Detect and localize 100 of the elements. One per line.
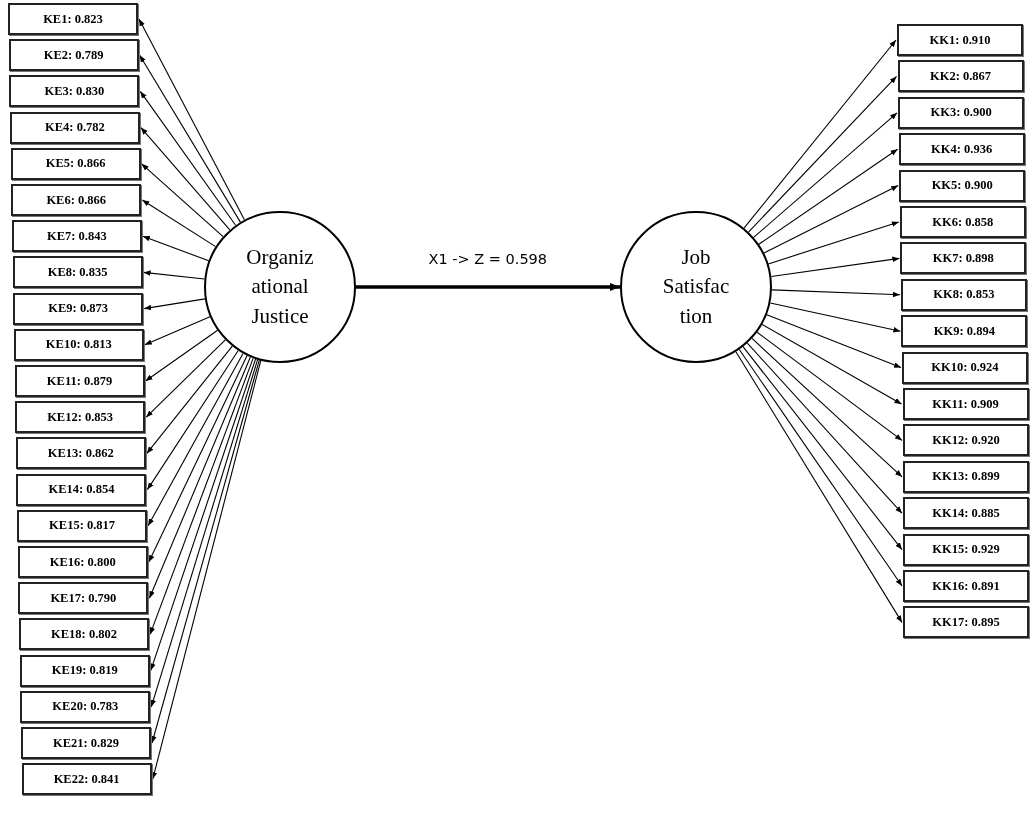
loading-label: KE6: 0.866 — [46, 192, 107, 208]
loading-label: KK16: 0.891 — [932, 578, 1000, 594]
indicator-box — [13, 328, 144, 361]
loading-label: KK12: 0.920 — [932, 432, 1000, 448]
arrow — [771, 289, 901, 298]
arrow — [743, 39, 897, 229]
arrow — [761, 323, 903, 405]
loading-label: KE19: 0.819 — [51, 663, 118, 679]
arrow — [742, 346, 903, 551]
loading-label: KE18: 0.802 — [51, 626, 118, 642]
arrow — [146, 349, 239, 491]
loading-label: KE14: 0.854 — [48, 482, 115, 498]
arrow — [149, 357, 254, 635]
indicator-box — [900, 278, 1027, 311]
arrow — [143, 298, 206, 311]
arrow — [139, 54, 241, 223]
arrow — [141, 163, 224, 238]
arrow — [139, 90, 237, 226]
indicator-box — [11, 184, 142, 216]
indicator-box — [900, 242, 1027, 275]
indicator-box — [901, 351, 1028, 384]
indicator-box — [903, 497, 1029, 530]
indicator-box — [902, 388, 1029, 420]
loading-label: KK11: 0.909 — [932, 396, 999, 412]
loading-label: KE12: 0.853 — [47, 409, 114, 425]
construct-label: Job Satisfac tion — [661, 243, 731, 330]
loading-label: KE7: 0.843 — [47, 228, 107, 244]
arrow — [763, 185, 899, 254]
loading-label: KK17: 0.895 — [932, 614, 1000, 630]
arrow — [143, 270, 205, 280]
construct-label: Organiz ational Justice — [245, 243, 315, 330]
loading-label: KE15: 0.817 — [49, 518, 116, 534]
loading-label: KK15: 0.929 — [932, 542, 1000, 558]
indicator-box — [898, 133, 1025, 166]
arrow — [148, 356, 251, 599]
arrow — [144, 316, 211, 346]
loading-label: KK5: 0.900 — [931, 178, 993, 194]
loading-label: KE21: 0.829 — [53, 735, 119, 751]
arrow — [735, 351, 903, 623]
loading-label: KK6: 0.858 — [932, 214, 994, 230]
indicator-box — [14, 365, 145, 397]
arrow — [141, 199, 217, 248]
indicator-box — [20, 690, 151, 723]
indicator-box — [18, 582, 149, 615]
arrow — [770, 256, 900, 278]
indicator-box — [9, 75, 140, 108]
arrow — [756, 331, 903, 441]
loading-label: KK9: 0.894 — [933, 323, 995, 339]
indicator-box — [15, 437, 146, 470]
loading-label: KE13: 0.862 — [47, 445, 114, 461]
loading-label: KK4: 0.936 — [931, 141, 993, 157]
indicator-box — [16, 473, 147, 506]
indicator-box — [21, 763, 152, 796]
indicator-box — [903, 533, 1029, 566]
indicator-box — [13, 292, 144, 325]
indicator-box — [19, 654, 150, 687]
indicator-box — [897, 24, 1023, 56]
loading-label: KE9: 0.873 — [48, 301, 109, 317]
indicator-box — [15, 401, 146, 434]
indicator-box — [903, 606, 1029, 639]
arrow — [142, 235, 210, 262]
loading-label: KK2: 0.867 — [930, 68, 992, 84]
loading-label: KK14: 0.885 — [932, 505, 1000, 521]
arrow — [356, 283, 620, 291]
arrow — [767, 221, 900, 265]
loading-label: KE1: 0.823 — [43, 11, 103, 27]
indicator-box — [901, 315, 1028, 348]
arrow — [148, 354, 248, 563]
loading-label: KE22: 0.841 — [53, 771, 120, 787]
loading-label: KE11: 0.879 — [46, 373, 113, 389]
indicator-box — [17, 509, 148, 542]
loading-label: KK7: 0.898 — [932, 250, 994, 266]
loading-label: KE8: 0.835 — [47, 264, 108, 280]
loading-label: KE3: 0.830 — [44, 83, 105, 99]
indicator-box — [899, 206, 1026, 238]
loading-label: KE16: 0.800 — [49, 554, 116, 570]
loading-label: KK1: 0.910 — [929, 32, 991, 48]
arrow — [746, 342, 903, 514]
loading-label: KK13: 0.899 — [932, 469, 1000, 485]
arrow — [146, 345, 233, 454]
arrow — [145, 339, 226, 418]
indicator-box — [17, 546, 148, 578]
loading-label: KE5: 0.866 — [45, 156, 106, 172]
loading-label: KK8: 0.853 — [933, 287, 995, 303]
indicator-box — [8, 39, 139, 72]
loading-label: KE4: 0.782 — [45, 120, 105, 136]
loading-label: KK10: 0.924 — [931, 360, 999, 376]
loading-label: KE17: 0.790 — [50, 590, 117, 606]
loading-label: KK3: 0.900 — [930, 105, 992, 121]
loading-label: KE2: 0.789 — [43, 47, 104, 63]
indicator-box — [8, 3, 138, 35]
loading-label: KE10: 0.813 — [45, 337, 112, 353]
arrow — [147, 352, 244, 527]
indicator-box — [10, 147, 141, 180]
arrow — [758, 148, 899, 245]
indicator-box — [903, 460, 1029, 493]
arrow — [769, 302, 901, 333]
indicator-box — [9, 111, 140, 144]
indicator-box — [897, 60, 1024, 93]
arrow — [140, 127, 231, 231]
